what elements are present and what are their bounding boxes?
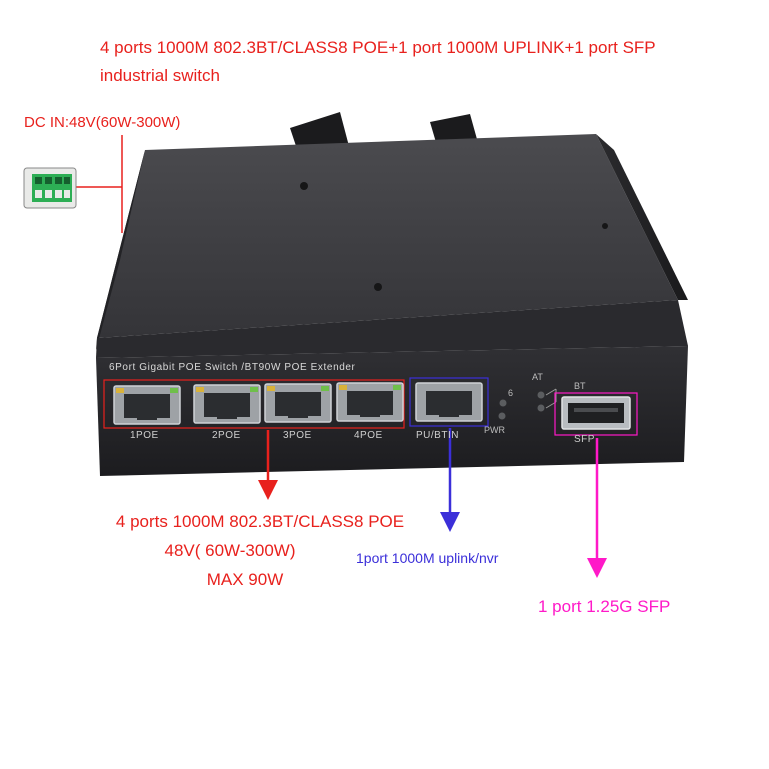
uplink-outline	[409, 377, 489, 427]
dc-in-label: DC IN:48V(60W-300W)	[24, 114, 181, 131]
port-label-uplink: PU/BTIN	[416, 430, 459, 441]
screw	[300, 182, 308, 190]
uplink-arrow-head	[440, 512, 460, 532]
power-terminal-icon	[23, 167, 77, 209]
led-label-pwr: PWR	[484, 425, 505, 435]
poe-arrow-head	[258, 480, 278, 500]
led-6	[499, 399, 507, 407]
poe-callout-line-1: 4 ports 1000M 802.3BT/CLASS8 POE	[115, 512, 405, 531]
port-label-2: 2POE	[212, 430, 241, 441]
led-label-at: AT	[532, 372, 543, 382]
left-side	[96, 150, 145, 350]
poe-ports-outline	[103, 379, 405, 429]
led-label-bt: BT	[574, 381, 586, 391]
port-label-4: 4POE	[354, 430, 383, 441]
port-label-1: 1POE	[130, 430, 159, 441]
led-label-6: 6	[508, 388, 514, 398]
sfp-outline	[554, 392, 638, 436]
led-at	[537, 391, 545, 399]
top-surface	[97, 134, 678, 338]
panel-printed-text: 6Port Gigabit POE Switch /BT90W POE Exte…	[109, 362, 356, 373]
screw	[374, 283, 382, 291]
uplink-callout: 1port 1000M uplink/nvr	[356, 550, 499, 566]
led-pwr	[498, 412, 506, 420]
port-label-sfp: SFP	[574, 434, 595, 445]
title-line-1: 4 ports 1000M 802.3BT/CLASS8 POE+1 port …	[100, 38, 656, 57]
page-title: 4 ports 1000M 802.3BT/CLASS8 POE+1 port …	[100, 34, 740, 90]
rj45-port-2	[193, 384, 261, 424]
poe-callout-line-2: 48V( 60W-300W)	[164, 541, 296, 560]
poe-callout-line-3: MAX 90W	[206, 570, 284, 589]
rj45-uplink-port	[415, 382, 483, 422]
screw	[602, 223, 608, 229]
title-line-2: industrial switch	[100, 66, 220, 85]
poe-callout: 4 ports 1000M 802.3BT/CLASS8 POE 48V( 60…	[60, 507, 460, 594]
right-side	[596, 134, 688, 300]
front-bevel	[96, 300, 688, 358]
port-label-3: 3POE	[283, 430, 312, 441]
sfp-callout: 1 port 1.25G SFP	[538, 597, 671, 616]
rj45-port-1	[113, 385, 181, 425]
rj45-port-4	[336, 382, 404, 422]
rj45-port-3	[264, 383, 332, 423]
sfp-cage	[561, 396, 631, 430]
sfp-arrow-head	[587, 558, 607, 578]
led-bt	[537, 404, 545, 412]
